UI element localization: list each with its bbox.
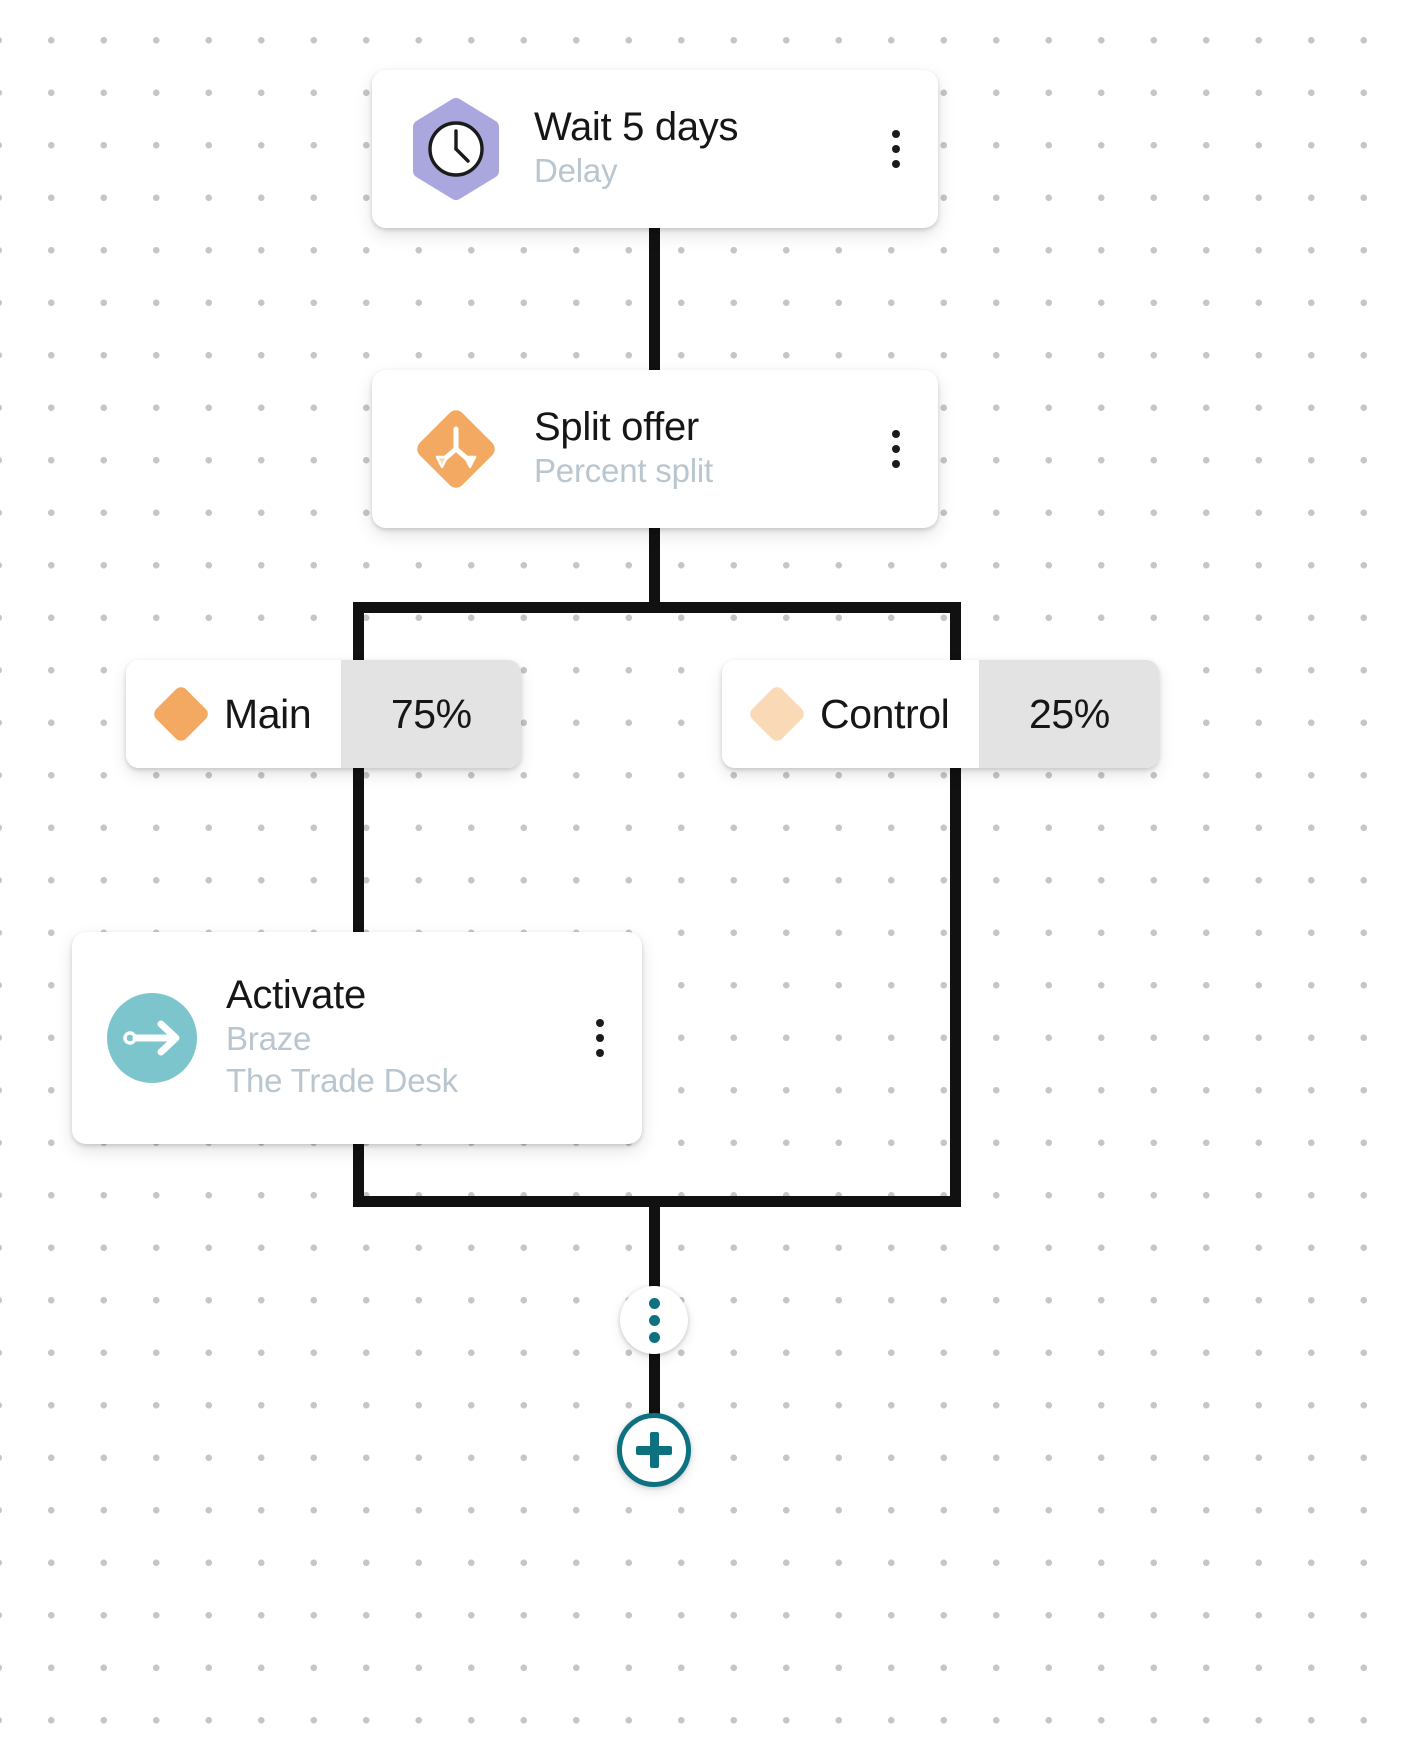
edge-delay-to-split: [649, 222, 660, 376]
node-subtitle: Delay: [534, 152, 618, 190]
edge-main-to-activate: [353, 758, 364, 948]
edge-merge-to-dots: [649, 1196, 660, 1292]
edge-activate-to-merge: [353, 1130, 364, 1206]
node-subtitle-line-2: The Trade Desk: [226, 1062, 458, 1100]
node-title: Split offer: [534, 405, 699, 450]
kebab-menu-icon[interactable]: [580, 1010, 620, 1066]
node-text-activate: Activate Braze The Trade Desk: [200, 973, 580, 1102]
arrow-right-circle-icon: [104, 990, 200, 1086]
node-text-split-offer: Split offer Percent split: [508, 405, 876, 492]
node-title: Wait 5 days: [534, 105, 739, 150]
branch-pill-control[interactable]: Control 25%: [722, 660, 1160, 768]
add-step-icon[interactable]: [617, 1413, 691, 1487]
node-card-split-offer[interactable]: Split offer Percent split: [372, 370, 938, 528]
edge-bus-to-main: [353, 602, 364, 670]
branch-percent-chip: 25%: [979, 660, 1160, 768]
branch-percent-chip: 75%: [341, 660, 522, 768]
branch-pill-control-label-group: Control: [722, 660, 980, 768]
kebab-menu-icon[interactable]: [876, 121, 916, 177]
plus-vertical-bar: [649, 1432, 659, 1468]
node-card-activate[interactable]: Activate Braze The Trade Desk: [72, 932, 642, 1144]
edge-branch-bus: [353, 602, 961, 613]
node-subtitle: Percent split: [534, 452, 713, 490]
node-subtitle-line-1: Braze: [226, 1020, 312, 1058]
diamond-marker-icon: [151, 684, 211, 744]
clock-hexagon-icon: [404, 97, 508, 201]
branch-label: Main: [224, 690, 312, 737]
diamond-marker-icon: [747, 684, 807, 744]
branch-pill-main-label-group: Main: [126, 660, 342, 768]
node-title: Activate: [226, 973, 366, 1018]
edge-control-to-merge: [950, 758, 961, 1206]
connector-menu-icon[interactable]: [620, 1286, 688, 1354]
branch-split-diamond-icon: [404, 397, 508, 501]
branch-percent: 75%: [390, 690, 472, 737]
branch-pill-main[interactable]: Main 75%: [126, 660, 522, 768]
edge-dots-to-add: [649, 1350, 660, 1420]
node-text-delay: Wait 5 days Delay: [508, 105, 876, 192]
node-card-delay[interactable]: Wait 5 days Delay: [372, 70, 938, 228]
branch-percent: 25%: [1028, 690, 1110, 737]
edge-split-down: [649, 522, 660, 608]
kebab-menu-icon[interactable]: [876, 421, 916, 477]
branch-label: Control: [820, 690, 950, 737]
edge-bus-to-control: [950, 602, 961, 670]
